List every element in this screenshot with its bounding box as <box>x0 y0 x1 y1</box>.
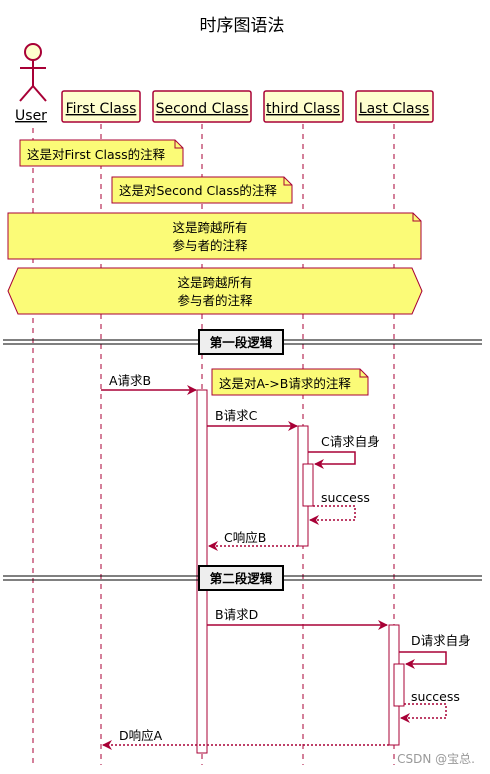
svg-text:这是对Second Class的注释: 这是对Second Class的注释 <box>119 183 277 198</box>
svg-text:这是对First Class的注释: 这是对First Class的注释 <box>27 147 166 162</box>
participant-third-class: third Class <box>263 90 344 123</box>
note-span-all: 这是跨越所有 参与者的注释 <box>7 212 422 260</box>
activation-last-class-nested <box>393 663 405 707</box>
svg-text:这是对A->B请求的注释: 这是对A->B请求的注释 <box>219 376 351 391</box>
svg-text:这是跨越所有: 这是跨越所有 <box>172 220 247 235</box>
message-a-request-b: A请求B <box>101 373 197 395</box>
actor-label: User <box>15 108 47 124</box>
note-a-to-b: 这是对A->B请求的注释 <box>211 368 369 396</box>
note-second-class: 这是对Second Class的注释 <box>111 176 293 204</box>
note-first-class: 这是对First Class的注释 <box>19 139 184 167</box>
message-b-request-d: B请求D <box>207 607 388 630</box>
divider-first-section: 第一段逻辑 <box>3 329 482 355</box>
participant-label: First Class <box>66 101 137 117</box>
svg-text:D请求自身: D请求自身 <box>411 633 471 648</box>
diagram-title: 时序图语法 <box>200 16 285 36</box>
svg-text:参与者的注释: 参与者的注释 <box>172 238 248 253</box>
participant-second-class: Second Class <box>152 90 252 123</box>
actor-icon <box>19 43 47 102</box>
message-c-success: success <box>309 490 370 525</box>
svg-text:B请求D: B请求D <box>215 607 258 622</box>
svg-text:success: success <box>321 490 370 505</box>
svg-text:B请求C: B请求C <box>215 408 258 423</box>
participant-label: Last Class <box>359 101 429 117</box>
message-b-request-c: B请求C <box>207 408 298 431</box>
svg-text:参与者的注释: 参与者的注释 <box>177 293 253 308</box>
message-c-response-b: C响应B <box>208 530 298 551</box>
svg-text:C请求自身: C请求自身 <box>321 434 380 449</box>
activation-third-class-nested <box>302 463 314 507</box>
svg-text:第二段逻辑: 第二段逻辑 <box>210 571 273 586</box>
participant-label: third Class <box>266 101 340 117</box>
message-c-self: C请求自身 <box>308 434 380 469</box>
hexagon-note-span-all: 这是跨越所有 参与者的注释 <box>7 267 423 315</box>
participant-last-class: Last Class <box>355 90 434 123</box>
message-d-response-a: D响应A <box>102 728 389 750</box>
svg-text:第一段逻辑: 第一段逻辑 <box>210 335 273 350</box>
svg-text:D响应A: D响应A <box>119 728 163 743</box>
message-d-self: D请求自身 <box>399 633 471 669</box>
participant-label: Second Class <box>156 101 249 117</box>
svg-text:success: success <box>411 689 460 704</box>
svg-text:这是跨越所有: 这是跨越所有 <box>177 275 252 290</box>
message-d-success: success <box>400 689 460 723</box>
divider-second-section: 第二段逻辑 <box>3 565 482 591</box>
participant-first-class: First Class <box>61 90 141 123</box>
svg-text:C响应B: C响应B <box>224 530 266 545</box>
watermark: CSDN @宝总. <box>397 752 475 766</box>
svg-text:A请求B: A请求B <box>109 373 151 388</box>
